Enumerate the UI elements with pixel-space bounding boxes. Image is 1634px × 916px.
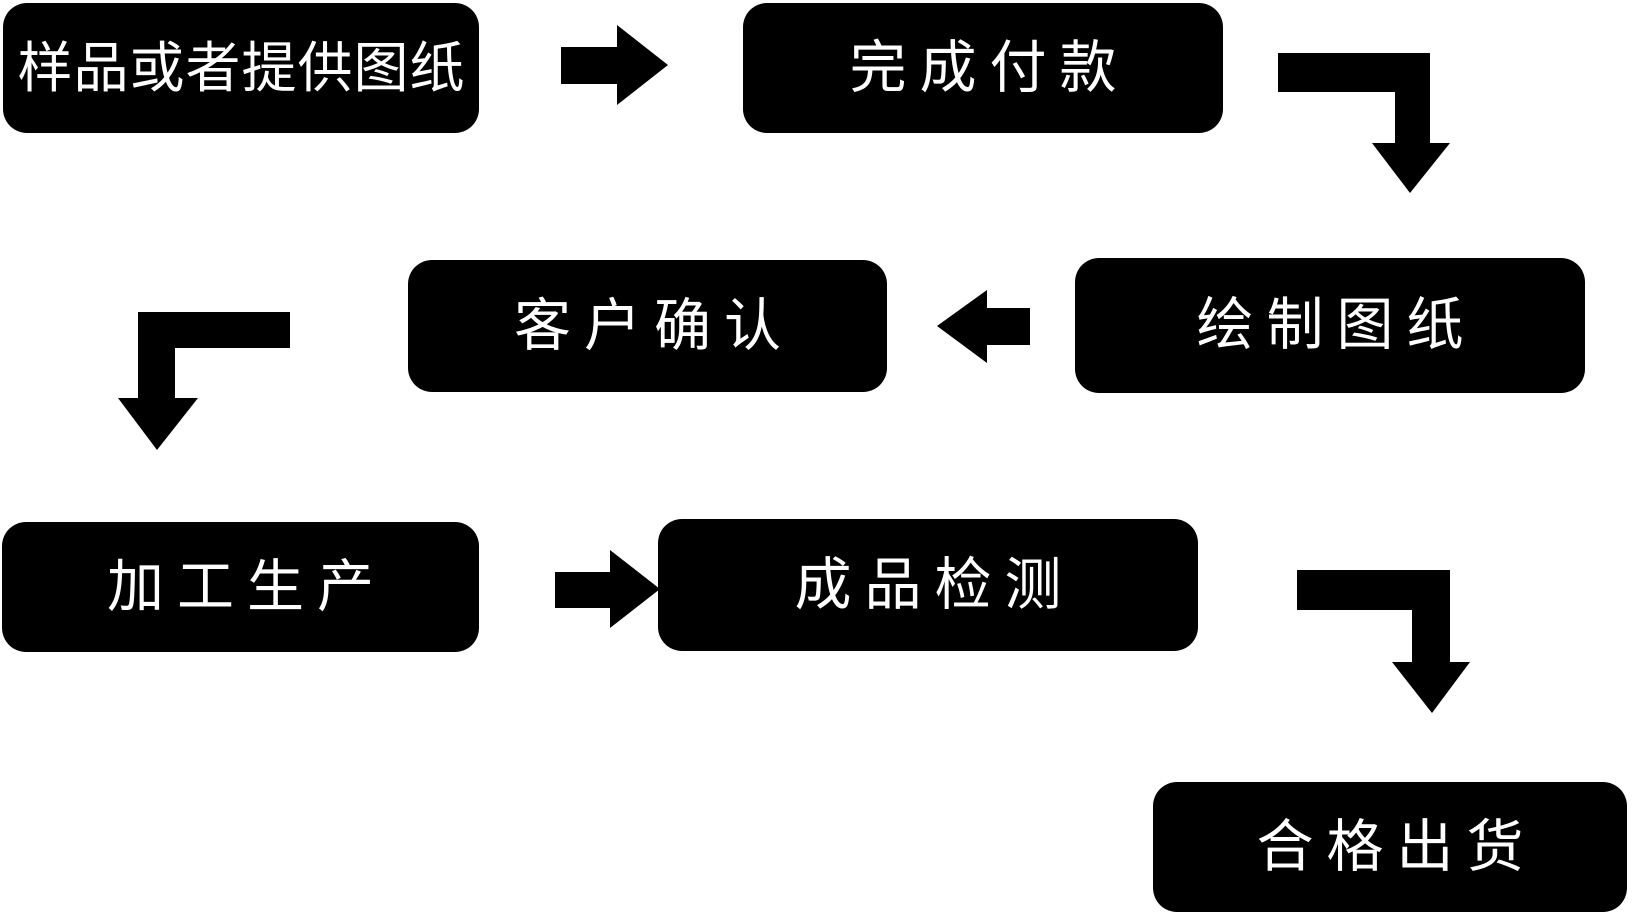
- flow-step-draw-drawings: 绘制图纸: [1075, 258, 1585, 393]
- flow-step-label: 合格出货: [1256, 814, 1537, 879]
- flow-step-label: 加工生产: [107, 554, 387, 619]
- flow-step-product-inspection: 成品检测: [658, 519, 1198, 651]
- flow-step-processing-production: 加工生产: [2, 522, 479, 652]
- flow-step-label: 样品或者提供图纸: [17, 36, 466, 99]
- flow-step-complete-payment: 完成付款: [743, 3, 1223, 133]
- arrow-payment-to-drawing: [1278, 53, 1450, 193]
- flow-step-label: 绘制图纸: [1196, 293, 1477, 357]
- flow-step-label: 客户确认: [514, 293, 794, 358]
- flow-step-customer-confirm: 客户确认: [408, 260, 887, 392]
- arrow-confirm-to-production: [118, 312, 290, 450]
- flow-step-label: 完成付款: [849, 35, 1130, 100]
- arrow-sample-to-payment: [561, 25, 668, 105]
- arrow-production-to-inspection: [555, 550, 660, 628]
- flow-step-qualified-shipment: 合格出货: [1153, 782, 1627, 912]
- arrow-inspection-to-shipment: [1297, 570, 1470, 713]
- arrow-drawing-to-confirm: [937, 290, 1030, 363]
- flow-step-label: 成品检测: [794, 552, 1075, 617]
- flow-step-sample-or-drawing: 样品或者提供图纸: [3, 3, 479, 133]
